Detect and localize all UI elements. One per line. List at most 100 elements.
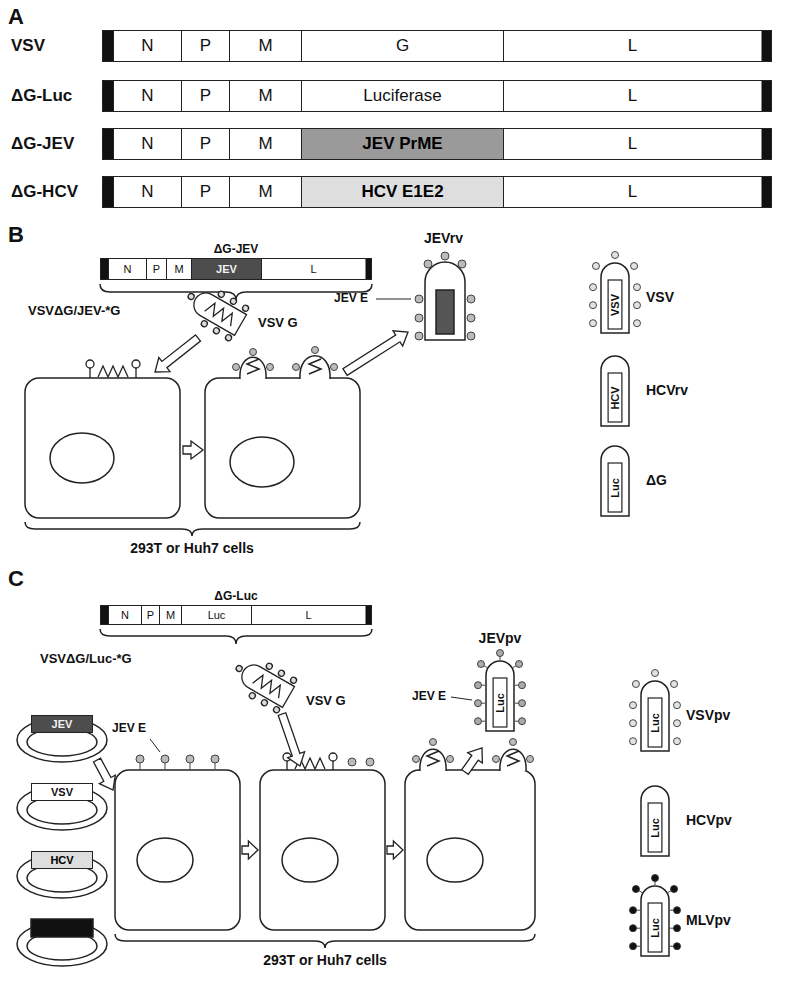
gene-label: M <box>174 263 183 275</box>
envelope-spike <box>674 943 681 950</box>
vsv-g-virion <box>237 661 294 708</box>
envelope-spike <box>497 650 504 657</box>
gene-label: N <box>121 609 129 621</box>
genome-end-cap <box>762 30 773 62</box>
gene-segment: M <box>166 259 191 279</box>
envelope-spike <box>634 284 641 291</box>
process-arrow <box>343 331 408 376</box>
envelope-spike <box>652 875 659 882</box>
callout-label: 293T or Huh7 cells <box>130 540 254 556</box>
genome-name: ΔG-Luc <box>81 590 391 603</box>
envelope-spike <box>475 252 681 950</box>
plasmid-insert: VSV <box>31 783 93 801</box>
vsv-g-protein <box>332 761 333 770</box>
cell <box>230 437 294 487</box>
jev-e-protein <box>161 755 169 763</box>
genome-end-cap <box>762 80 773 112</box>
brace <box>115 934 535 948</box>
jev-e-protein <box>190 763 191 770</box>
gene-label: N <box>141 37 153 56</box>
genome-box <box>608 280 622 329</box>
gene-segment: L <box>503 177 761 207</box>
budding-virion <box>500 749 526 771</box>
jev-e-protein <box>233 364 240 371</box>
envelope-spike <box>671 681 678 688</box>
gene-label: P <box>200 37 211 56</box>
jev-virion <box>467 295 475 303</box>
jev-e-protein <box>186 755 194 763</box>
process-arrow <box>278 713 304 766</box>
gene-segment: HCV E1E2 <box>301 177 503 207</box>
cell <box>282 838 338 882</box>
virion-particle: LucVSVpv <box>640 680 670 752</box>
vsv-g-virion <box>224 334 232 342</box>
virion-outline <box>641 786 669 856</box>
gene-segment: JEV PrME <box>301 129 503 159</box>
brace <box>100 284 372 300</box>
envelope-spike <box>630 925 637 932</box>
vsv-g-virion <box>253 673 285 698</box>
process-arrow <box>387 841 403 859</box>
jev-e-protein <box>413 756 420 763</box>
envelope-spike <box>631 263 638 270</box>
envelope-spike <box>475 682 482 689</box>
genome-end-cap <box>102 176 114 208</box>
gene-label: P <box>200 87 211 106</box>
gene-segment: L <box>503 129 761 159</box>
vsv-g-virion <box>212 327 220 335</box>
jev-e-protein <box>293 364 300 371</box>
gene-segment: L <box>503 31 761 61</box>
vsv-g-virion <box>217 290 225 298</box>
virion-particle: LucMLVpv <box>640 885 670 957</box>
jev-e-protein <box>447 756 454 763</box>
callout-label: JEV E <box>412 690 446 704</box>
envelope-spike <box>630 720 637 727</box>
genome-name: ΔG-Luc <box>11 87 72 106</box>
gene-segment: M <box>159 606 181 624</box>
envelope-spike <box>674 702 681 709</box>
gene-segment: Luc <box>181 606 251 624</box>
particle-name: HCVrv <box>646 383 688 398</box>
gene-label: N <box>141 183 153 202</box>
envelope-spike <box>632 886 639 893</box>
particle-name: ΔG <box>646 473 667 488</box>
process-arrow <box>94 758 116 790</box>
envelope-spike <box>519 700 526 707</box>
jev-e-protein <box>331 364 338 371</box>
envelope-spike <box>632 681 639 688</box>
virion-particle: LucΔG <box>600 445 630 517</box>
gene-label: P <box>147 609 154 621</box>
jev-e-protein <box>348 758 356 766</box>
particle-name: HCVpv <box>686 813 732 828</box>
genome-end-cap <box>102 128 114 160</box>
vsv-g-protein <box>98 366 128 377</box>
budding-virion <box>309 359 321 374</box>
gene-label: P <box>153 263 160 275</box>
budding-virion <box>427 751 439 766</box>
brace <box>100 629 372 644</box>
jev-virion <box>436 290 454 334</box>
leader-line <box>150 739 160 752</box>
envelope-spike <box>612 252 619 259</box>
gene-label: Luc <box>208 609 226 621</box>
jev-e-protein <box>430 739 437 746</box>
genome-label: Luc <box>649 818 661 838</box>
cell <box>115 770 240 930</box>
jev-virion <box>425 262 465 340</box>
genome-name: ΔG-JEV <box>81 243 391 256</box>
insert-label: VSV <box>51 786 73 798</box>
envelope-spike <box>671 886 678 893</box>
vsv-g-virion <box>289 676 297 684</box>
jev-e-protein <box>312 347 319 354</box>
vsv-g-virion <box>229 297 237 305</box>
envelope-spike <box>519 718 526 725</box>
virion-outline <box>486 661 514 731</box>
virion-particle: VSVVSV <box>600 262 630 334</box>
gene-segment: L <box>251 606 365 624</box>
process-arrow <box>462 748 483 774</box>
genome-label: HCV <box>609 386 621 409</box>
gene-segment: N <box>108 606 141 624</box>
genome-label: Luc <box>649 918 661 938</box>
cell <box>205 378 360 518</box>
jev-e-protein <box>165 763 166 770</box>
